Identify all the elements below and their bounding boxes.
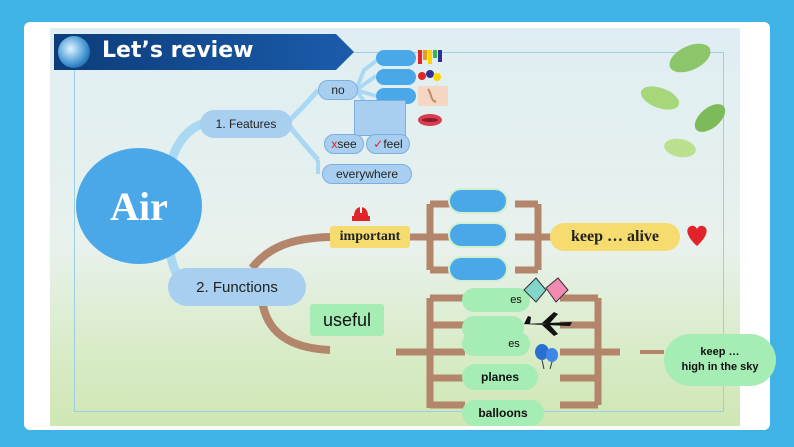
useful-item-3: es xyxy=(462,332,530,356)
keep-high-line1: keep … xyxy=(700,346,740,358)
blank-box-1 xyxy=(376,50,416,66)
planes-node: planes xyxy=(462,364,538,390)
alarm-icon xyxy=(348,198,374,222)
useful-item-3-text: es xyxy=(508,338,520,350)
title-banner xyxy=(54,34,354,70)
feel-node: ✓feel xyxy=(366,134,410,154)
center-node-air: Air xyxy=(76,148,202,264)
check-mark: ✓ xyxy=(373,137,384,151)
kite-icon xyxy=(516,276,570,306)
globe-icon xyxy=(58,36,90,68)
no-node: no xyxy=(318,80,358,100)
important-node: important xyxy=(330,226,410,248)
keep-alive-node: keep … alive xyxy=(550,223,680,251)
blank-oval-2 xyxy=(448,222,508,248)
blank-box-4 xyxy=(354,100,406,136)
blank-oval-3 xyxy=(448,256,508,282)
useful-node: useful xyxy=(310,304,384,336)
plane-icon xyxy=(520,312,574,336)
keep-high-node: keep … high in the sky xyxy=(664,334,776,386)
balloon-icon xyxy=(532,342,562,370)
keep-high-line2: high in the sky xyxy=(681,361,759,373)
functions-node: 2. Functions xyxy=(168,268,306,306)
heart-icon xyxy=(684,222,710,248)
useful-item-1: es xyxy=(462,288,530,312)
nose-icon xyxy=(418,86,448,106)
blank-oval-1 xyxy=(448,188,508,214)
feel-label: feel xyxy=(383,137,403,151)
page-title: Let’s review xyxy=(102,38,254,63)
leaves-decoration xyxy=(640,43,726,158)
cross-mark: x xyxy=(331,137,338,151)
everywhere-node: everywhere xyxy=(322,164,412,184)
balloons-node: balloons xyxy=(462,400,544,426)
blank-box-2 xyxy=(376,69,416,85)
paint-icon xyxy=(418,48,442,66)
color-drops-icon xyxy=(418,68,442,84)
mouth-icon xyxy=(416,112,444,128)
features-node: 1. Features xyxy=(200,110,292,138)
useful-item-1-text: es xyxy=(510,294,522,306)
see-label: see xyxy=(337,137,357,151)
